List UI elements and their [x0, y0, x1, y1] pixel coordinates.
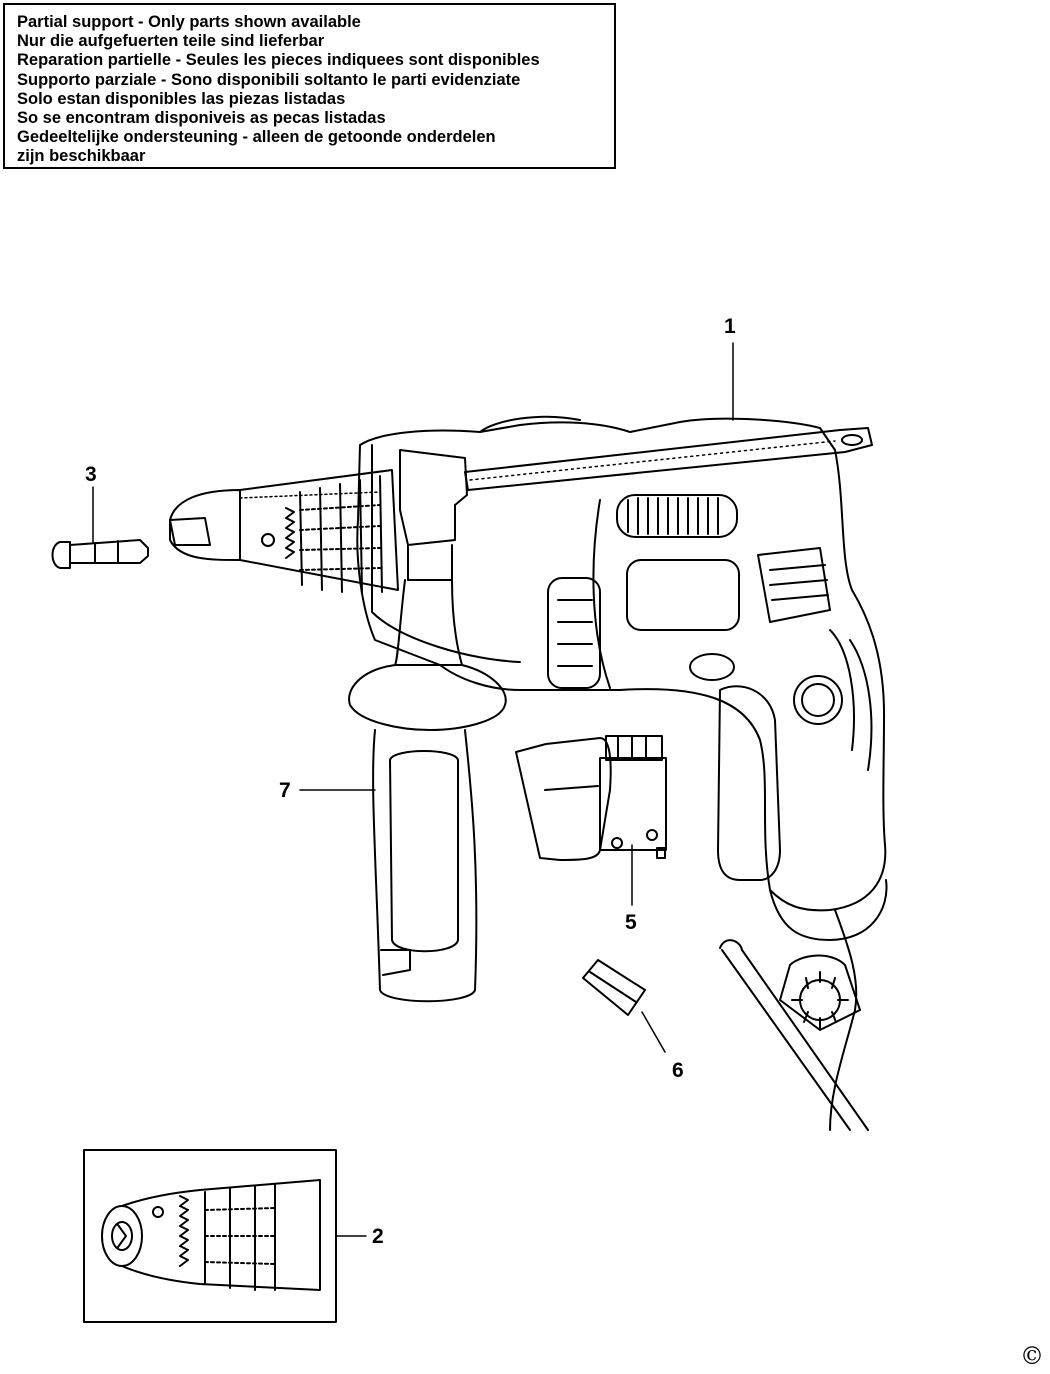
- callout-part-2: 2: [372, 1225, 384, 1248]
- notice-line-nl: Gedeeltelijke ondersteuning - alleen de …: [17, 128, 496, 147]
- chuck-inset: [83, 1149, 337, 1323]
- drill-chuck-on-tool: [169, 469, 399, 593]
- callout-leader-lines: [92, 342, 734, 1237]
- side-handle: [348, 544, 507, 1003]
- power-cord-and-guard: [719, 909, 869, 1131]
- callout-part-1: 1: [724, 315, 736, 338]
- copyright-symbol: ©: [1020, 1342, 1044, 1370]
- notice-line-fr: Reparation partielle - Seules les pieces…: [17, 51, 540, 70]
- callout-part-5: 5: [625, 911, 637, 934]
- partial-support-notice: Partial support - Only parts shown avail…: [3, 3, 616, 169]
- callout-part-3: 3: [85, 463, 97, 486]
- switch-assembly: [515, 735, 667, 861]
- drill-body-housing: [356, 415, 888, 941]
- notice-line-nl-2: zijn beschikbaar: [17, 147, 146, 166]
- depth-gauge-rod: [239, 427, 873, 546]
- callout-part-6: 6: [672, 1059, 684, 1082]
- notice-line-en: Partial support - Only parts shown avail…: [17, 13, 361, 31]
- callout-part-7: 7: [279, 779, 291, 802]
- carbon-brush-part: [582, 959, 646, 1016]
- chuck-screw: [51, 539, 149, 569]
- notice-line-pt: So se encontram disponiveis as pecas lis…: [17, 109, 386, 128]
- notice-line-it: Supporto parziale - Sono disponibili sol…: [17, 70, 521, 89]
- notice-line-es: Solo estan disponibles las piezas listad…: [17, 89, 346, 108]
- notice-line-de: Nur die aufgefuerten teile sind lieferba…: [17, 32, 325, 51]
